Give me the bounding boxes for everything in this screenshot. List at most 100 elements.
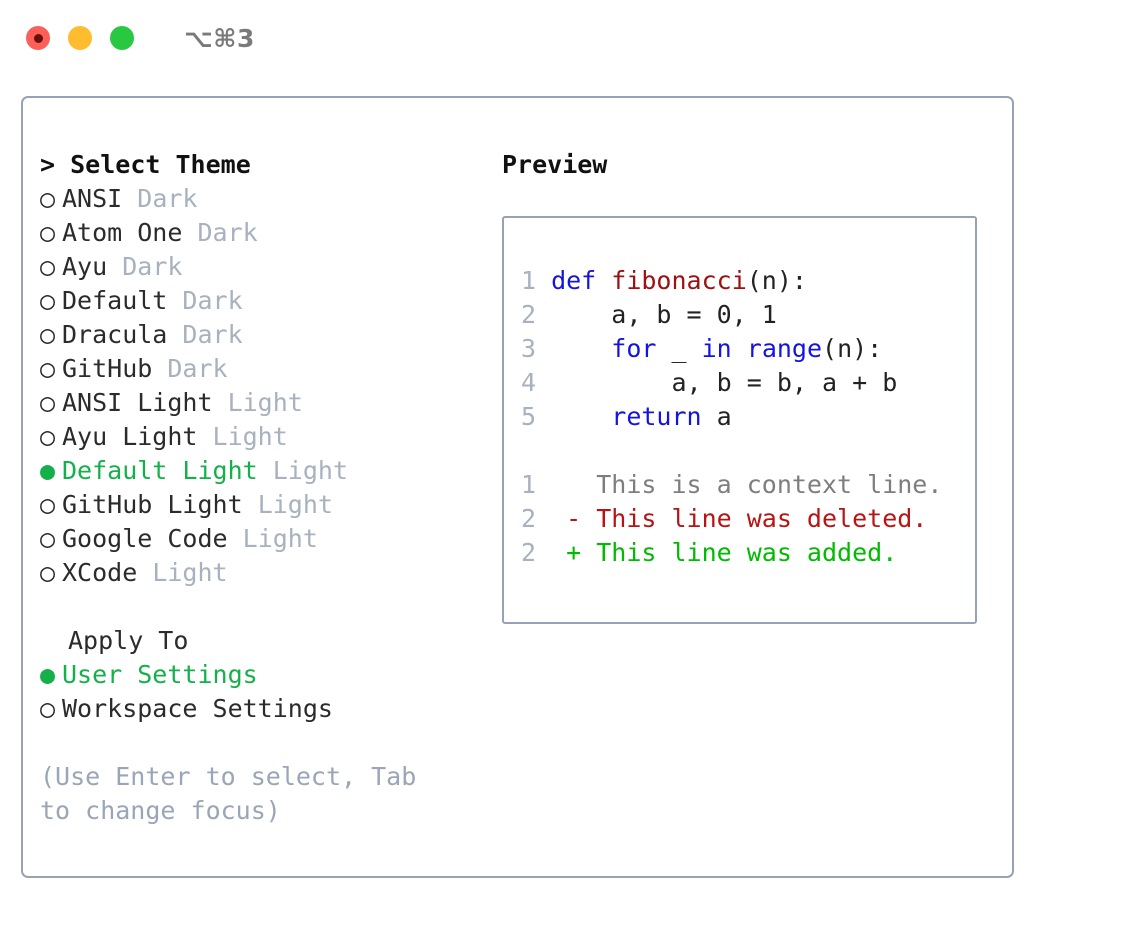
radio-unselected-icon: ○: [40, 184, 56, 213]
radio-unselected-icon: ○: [40, 694, 56, 723]
radio-unselected-icon: ○: [40, 286, 56, 315]
code-token: [551, 402, 611, 431]
apply-to-option-label: User Settings: [62, 660, 258, 689]
apply-to-label: Apply To: [68, 626, 189, 655]
radio-selected-icon: ●: [40, 456, 56, 485]
code-token: a, b = b, a + b: [551, 368, 898, 397]
diff-line-text: This is a context line.: [551, 470, 943, 499]
theme-option-category: Light: [212, 422, 288, 451]
code-token: fibonacci: [611, 266, 747, 295]
window-controls: [26, 26, 134, 50]
theme-option-github-light[interactable]: ○GitHub Light Light: [40, 488, 490, 522]
theme-option-category: Dark: [197, 218, 258, 247]
line-number: 1: [520, 266, 536, 295]
theme-option-ayu[interactable]: ○Ayu Dark: [40, 250, 490, 284]
code-token: def: [551, 266, 612, 295]
code-line: 5 return a: [520, 400, 967, 434]
theme-option-label: GitHub Light: [62, 490, 243, 519]
theme-option-category: Dark: [122, 252, 183, 281]
theme-option-category: Dark: [137, 184, 198, 213]
diff-line: 1 This is a context line.: [520, 468, 967, 502]
radio-unselected-icon: ○: [40, 252, 56, 281]
theme-option-label: Dracula: [62, 320, 168, 349]
code-token: (n):: [746, 266, 807, 295]
apply-to-option-workspace-settings[interactable]: ○Workspace Settings: [40, 692, 490, 726]
code-line: 1 def fibonacci(n):: [520, 264, 967, 298]
theme-option-category: Light: [272, 456, 348, 485]
code-token: [551, 334, 611, 363]
theme-picker-column: > Select Theme ○ANSI Dark○Atom One Dark○…: [40, 148, 490, 828]
code-token: a, b = 0, 1: [551, 300, 777, 329]
theme-option-category: Light: [152, 558, 228, 587]
apply-to-option-label: Workspace Settings: [62, 694, 333, 723]
theme-option-xcode[interactable]: ○XCode Light: [40, 556, 490, 590]
theme-option-atom-one[interactable]: ○Atom One Dark: [40, 216, 490, 250]
theme-option-ansi-light[interactable]: ○ANSI Light Light: [40, 386, 490, 420]
code-line: 2 a, b = 0, 1: [520, 298, 967, 332]
title-bar: ⌥⌘3: [0, 0, 1140, 76]
apply-to-list: ●User Settings○Workspace Settings: [40, 658, 490, 726]
theme-option-label: ANSI: [62, 184, 123, 213]
theme-option-category: Dark: [182, 286, 243, 315]
theme-option-default-light[interactable]: ●Default Light Light: [40, 454, 490, 488]
theme-option-google-code[interactable]: ○Google Code Light: [40, 522, 490, 556]
main-panel: > Select Theme ○ANSI Dark○Atom One Dark○…: [21, 96, 1014, 878]
theme-option-label: ANSI Light: [62, 388, 213, 417]
code-token: (n):: [822, 334, 883, 363]
line-number: 2: [520, 300, 536, 329]
diff-line: 2 - This line was deleted.: [520, 502, 967, 536]
diff-line-text: - This line was deleted.: [551, 504, 928, 533]
line-number: 2: [520, 504, 536, 533]
code-token: range: [746, 334, 823, 363]
theme-option-dracula[interactable]: ○Dracula Dark: [40, 318, 490, 352]
theme-option-category: Light: [242, 524, 318, 553]
preview-column: Preview 1 def fibonacci(n):2 a, b = 0, 1…: [502, 148, 992, 624]
line-number: 2: [520, 538, 536, 567]
zoom-button-icon[interactable]: [110, 26, 134, 50]
code-token: _: [656, 334, 702, 363]
diff-line-text: + This line was added.: [551, 538, 898, 567]
code-token: a: [701, 402, 732, 431]
theme-option-ayu-light[interactable]: ○Ayu Light Light: [40, 420, 490, 454]
theme-option-category: Dark: [167, 354, 228, 383]
apply-to-option-user-settings[interactable]: ●User Settings: [40, 658, 490, 692]
line-number: 4: [520, 368, 536, 397]
minimize-button-icon[interactable]: [68, 26, 92, 50]
prompt-caret-icon: >: [40, 150, 56, 179]
diff-lines: 1 This is a context line.2 - This line w…: [520, 468, 967, 570]
theme-option-label: Ayu: [62, 252, 108, 281]
code-line: 4 a, b = b, a + b: [520, 366, 967, 400]
theme-option-label: GitHub: [62, 354, 153, 383]
page-title: > Select Theme: [40, 148, 490, 182]
theme-option-github[interactable]: ○GitHub Dark: [40, 352, 490, 386]
theme-option-label: Ayu Light: [62, 422, 198, 451]
close-button-icon[interactable]: [26, 26, 50, 50]
code-token: return: [611, 402, 702, 431]
page-title-label: Select Theme: [70, 150, 251, 179]
radio-unselected-icon: ○: [40, 320, 56, 349]
theme-option-label: XCode: [62, 558, 138, 587]
theme-option-label: Default: [62, 286, 168, 315]
theme-option-default[interactable]: ○Default Dark: [40, 284, 490, 318]
keyboard-shortcut-label: ⌥⌘3: [184, 23, 255, 53]
radio-unselected-icon: ○: [40, 490, 56, 519]
theme-option-category: Light: [227, 388, 303, 417]
theme-option-category: Light: [257, 490, 333, 519]
radio-selected-icon: ●: [40, 660, 56, 689]
radio-unselected-icon: ○: [40, 524, 56, 553]
code-token: in: [701, 334, 732, 363]
code-token: [732, 334, 747, 363]
theme-option-ansi[interactable]: ○ANSI Dark: [40, 182, 490, 216]
theme-option-label: Atom One: [62, 218, 183, 247]
code-line: 3 for _ in range(n):: [520, 332, 967, 366]
diff-line: 2 + This line was added.: [520, 536, 967, 570]
line-number: 3: [520, 334, 536, 363]
preview-title: Preview: [502, 150, 608, 179]
theme-list: ○ANSI Dark○Atom One Dark○Ayu Dark○Defaul…: [40, 182, 490, 590]
theme-option-category: Dark: [182, 320, 243, 349]
radio-unselected-icon: ○: [40, 218, 56, 247]
